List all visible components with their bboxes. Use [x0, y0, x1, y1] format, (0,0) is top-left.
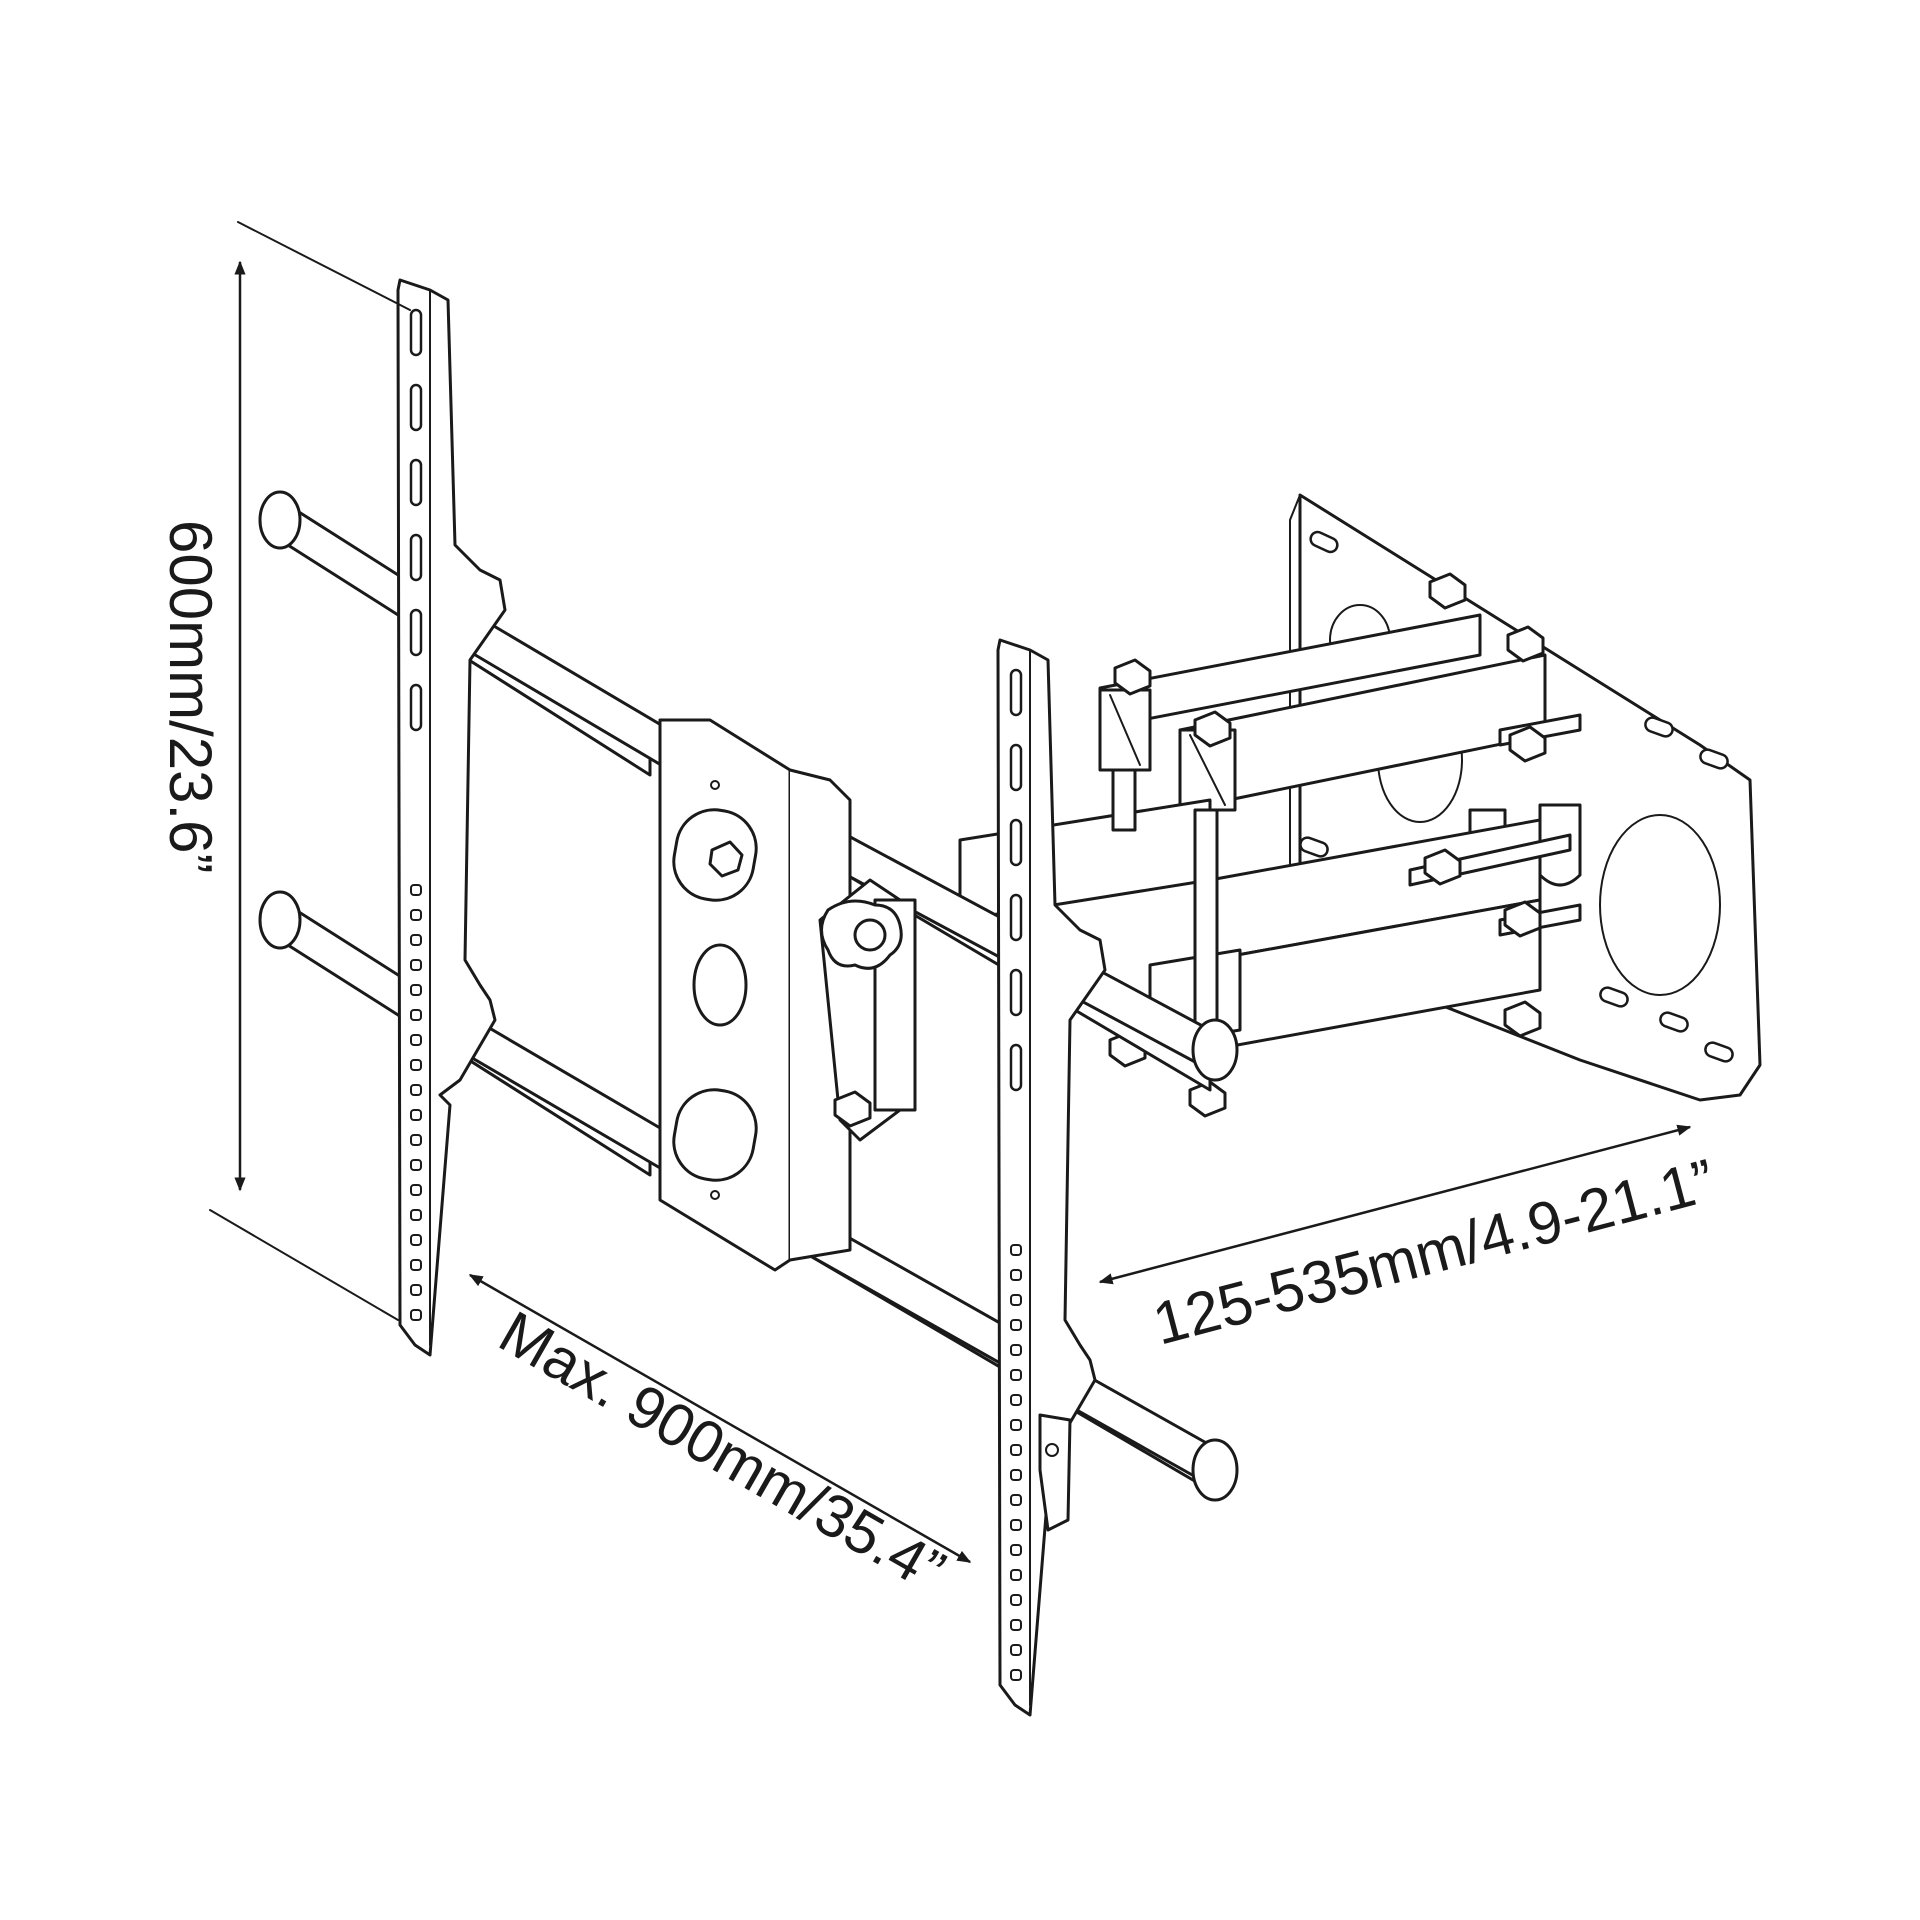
- extension-dimension-label: 125-535mm/4.9-21.1”: [1146, 1146, 1721, 1357]
- left-bracket-holes: [410, 884, 422, 1321]
- safety-latch-icon: [1038, 1413, 1072, 1532]
- right-bracket-slots: [1009, 668, 1023, 1092]
- width-dimension-label: Max. 900mm/35.4”: [489, 1298, 956, 1605]
- height-dimension-label: 600mm/23.6”: [157, 520, 224, 874]
- left-bracket-slots: [409, 308, 423, 732]
- extension-dimension: 125-535mm/4.9-21.1”: [1098, 1124, 1721, 1358]
- right-bracket-holes: [1010, 1244, 1022, 1681]
- width-dimension-arrow: [468, 1273, 972, 1564]
- wall-plate-center-hole: [1599, 814, 1721, 996]
- right-vertical-bracket: [996, 638, 1107, 1717]
- extension-dimension-arrow: [1098, 1124, 1692, 1285]
- tube-end-cap: [1191, 1438, 1239, 1502]
- pivot-block: [658, 718, 917, 1272]
- bolt-icon: [708, 840, 744, 878]
- tube-end-cap: [1191, 1018, 1239, 1082]
- nut-icons: [1108, 572, 1547, 1118]
- bolt-icon: [833, 1090, 872, 1128]
- width-dimension: Max. 900mm/35.4”: [468, 1273, 972, 1605]
- tube-end-cap: [258, 490, 302, 550]
- left-vertical-bracket: [396, 278, 507, 1357]
- height-dimension: 600mm/23.6”: [157, 221, 411, 1321]
